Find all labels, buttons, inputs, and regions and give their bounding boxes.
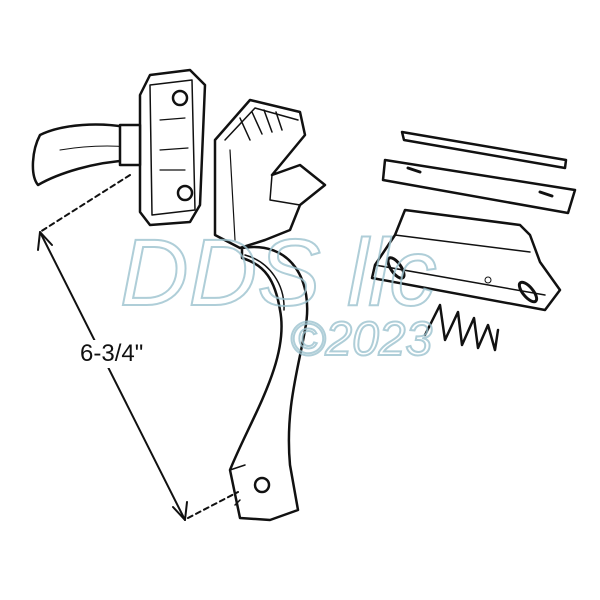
mounting-strap (228, 245, 309, 522)
shim-plate (381, 158, 577, 215)
svg-text:©2023: ©2023 (290, 313, 432, 366)
latch-body (213, 98, 327, 250)
dimension-label: 6-3/4" (78, 340, 146, 368)
dimension-line (37, 174, 239, 521)
handle-escutcheon (118, 68, 207, 227)
spring (423, 303, 500, 352)
keeper-strike (370, 208, 562, 312)
svg-text:DDS llc: DDS llc (120, 220, 437, 326)
gasket-strip (400, 130, 568, 170)
watermark: DDS llc ©2023 (119, 219, 438, 367)
